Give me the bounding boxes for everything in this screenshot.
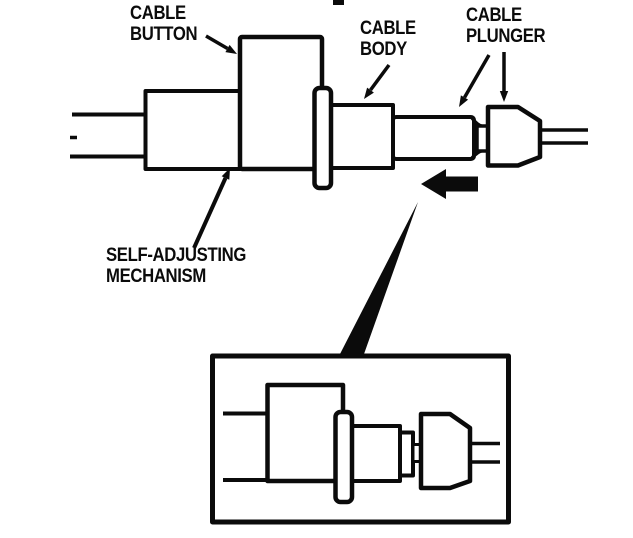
inset-cable-body-block [350,424,402,483]
cable-plunger-block [485,104,543,168]
self-adjusting-housing [143,89,242,171]
inset-mounting-flange [333,409,355,505]
inset-cable-button-block [265,382,346,484]
label-cable-button: CABLE BUTTON [130,3,198,45]
main-assembly [70,34,588,191]
label-self-adjusting-mechanism: SELF-ADJUSTING MECHANISM [106,245,246,287]
inset-cable-plunger-block [418,411,473,491]
mounting-flange [312,85,334,191]
label-cable-body: CABLE BODY [360,18,416,60]
direction-left-arrow-icon [421,169,478,199]
inset-rod-block [398,430,415,478]
callout-arrows [192,34,509,249]
cable-plunger-callout-arrow-diagonal [459,54,491,107]
cable-plunger-callout-arrow-vertical [499,52,509,102]
self-adjusting-callout-arrow [192,168,230,249]
cable-body-block [328,103,395,170]
label-cable-plunger: CABLE PLUNGER [466,5,546,47]
inset-detail [210,353,511,525]
cable-button-block [237,34,325,172]
scan-artifact-top [333,0,344,5]
cable-body-callout-arrow [364,63,391,99]
cable-button-callout-arrow [205,34,237,54]
cable-rod [391,115,476,161]
inset-pointer-wedge-icon [340,202,418,354]
